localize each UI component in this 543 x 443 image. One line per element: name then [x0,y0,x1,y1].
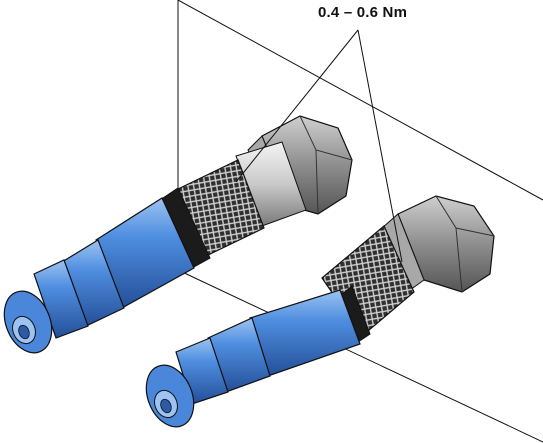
lower-hose-fitting [145,195,495,428]
leader-line-icon [235,29,403,263]
upper-hose-fitting [3,115,353,354]
torque-annotation: 0.4 – 0.6 Nm [318,4,408,21]
